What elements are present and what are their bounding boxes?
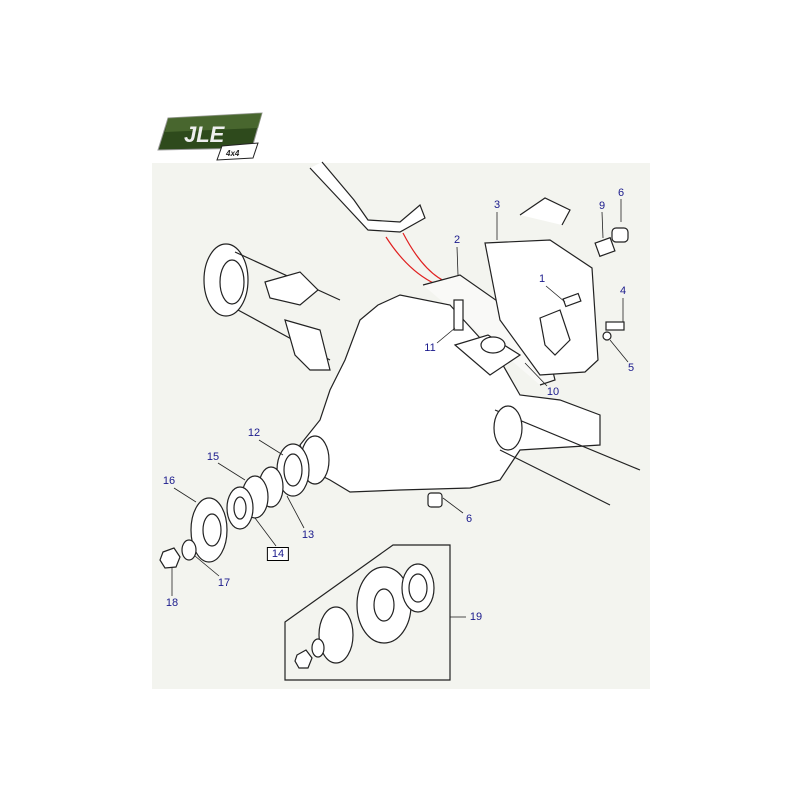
callout-6-bottom: 6 <box>465 513 473 525</box>
callout-18: 18 <box>165 597 179 609</box>
callout-1: 1 <box>538 273 546 285</box>
callout-3: 3 <box>493 199 501 211</box>
callout-4: 4 <box>619 285 627 297</box>
callout-12: 12 <box>247 427 261 439</box>
callout-11: 11 <box>424 342 436 354</box>
callout-19: 19 <box>469 611 483 623</box>
callout-17: 17 <box>217 577 231 589</box>
callout-16: 16 <box>162 475 176 487</box>
callout-10: 10 <box>546 386 560 398</box>
diff-housing <box>299 294 601 493</box>
callout-13: 13 <box>301 529 315 541</box>
callout-14: 14 <box>266 547 290 561</box>
callout-5: 5 <box>627 362 635 374</box>
callout-9: 9 <box>598 200 606 212</box>
diff-cover <box>484 239 599 376</box>
callout-15: 15 <box>206 451 220 463</box>
bracket <box>309 161 426 233</box>
pinion-flange <box>190 497 228 563</box>
callout-2: 2 <box>453 234 461 246</box>
kit-19-box <box>284 544 451 681</box>
callout-6-top: 6 <box>617 187 625 199</box>
